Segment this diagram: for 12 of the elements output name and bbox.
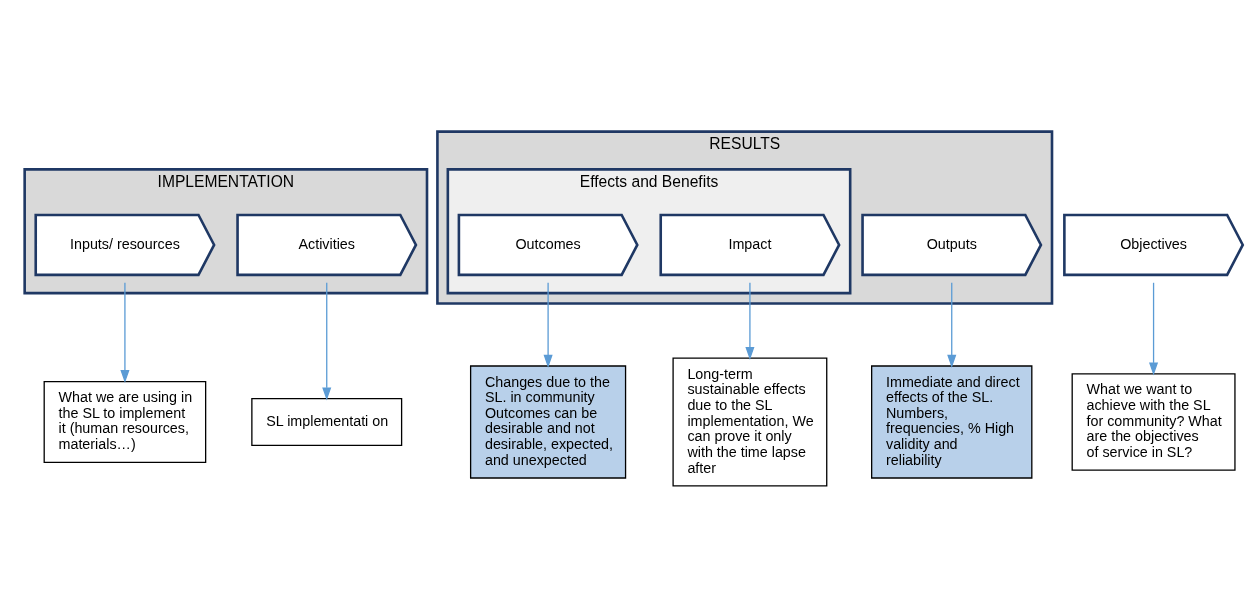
node-box: Changes due to the SL. in community Outcomes can be desirable and not desirable, expected, and unexpected <box>469 364 627 479</box>
node-box: SL implementati on <box>251 397 403 446</box>
arrow <box>947 281 957 368</box>
arrow <box>543 281 553 368</box>
arrow <box>1149 281 1159 375</box>
node-box: What we are using in the SL to implement it (human resources, materials…) <box>43 380 207 463</box>
node-box: What we want to achieve with the SL for community? What are the objectives of service in SL? <box>1071 372 1236 471</box>
arrow <box>120 281 130 383</box>
arrow <box>322 281 332 400</box>
arrow <box>745 281 755 360</box>
node-box: Immediate and direct effects of the SL. Numbers, frequencies, % High validity and reliability <box>871 364 1033 479</box>
node-box: Long-term sustainable effects due to the SL implementation, We can prove it only with the time lapse after <box>672 357 828 486</box>
